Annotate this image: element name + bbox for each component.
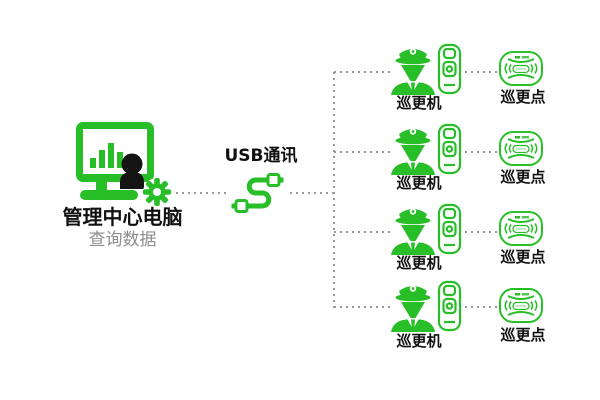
patrol-guard-device-icon bbox=[390, 280, 462, 334]
checkpoint-tag-icon bbox=[498, 286, 544, 326]
usb-cable-icon bbox=[230, 170, 286, 216]
read-line-4 bbox=[459, 306, 497, 308]
machine-label: 巡更机 bbox=[396, 254, 442, 272]
read-line-1 bbox=[459, 71, 497, 73]
checkpoint-tag-icon bbox=[498, 49, 544, 89]
checkpoint-tag-icon bbox=[498, 129, 544, 169]
machine-label: 巡更机 bbox=[396, 332, 442, 350]
computer-sublabel: 查询数据 bbox=[88, 230, 157, 250]
patrol-guard-device-icon bbox=[390, 123, 462, 177]
point-label: 巡更点 bbox=[500, 88, 546, 106]
read-line-3 bbox=[459, 231, 497, 233]
patrol-guard-device-icon bbox=[390, 203, 462, 257]
point-label: 巡更点 bbox=[500, 168, 546, 186]
branch-line-3 bbox=[334, 231, 392, 233]
branch-trunk-line bbox=[333, 72, 335, 309]
checkpoint-tag-icon bbox=[498, 209, 544, 249]
branch-line-4 bbox=[334, 306, 392, 308]
branch-line-1 bbox=[334, 71, 392, 73]
read-line-2 bbox=[459, 151, 497, 153]
usb-label: USB通讯 bbox=[224, 146, 298, 166]
point-label: 巡更点 bbox=[500, 248, 546, 266]
branch-line-2 bbox=[334, 151, 392, 153]
machine-label: 巡更机 bbox=[396, 174, 442, 192]
point-label: 巡更点 bbox=[500, 326, 546, 344]
patrol-guard-device-icon bbox=[390, 43, 462, 97]
machine-label: 巡更机 bbox=[396, 94, 442, 112]
computer-label: 管理中心电脑 bbox=[62, 205, 183, 229]
management-computer-icon bbox=[70, 120, 174, 216]
